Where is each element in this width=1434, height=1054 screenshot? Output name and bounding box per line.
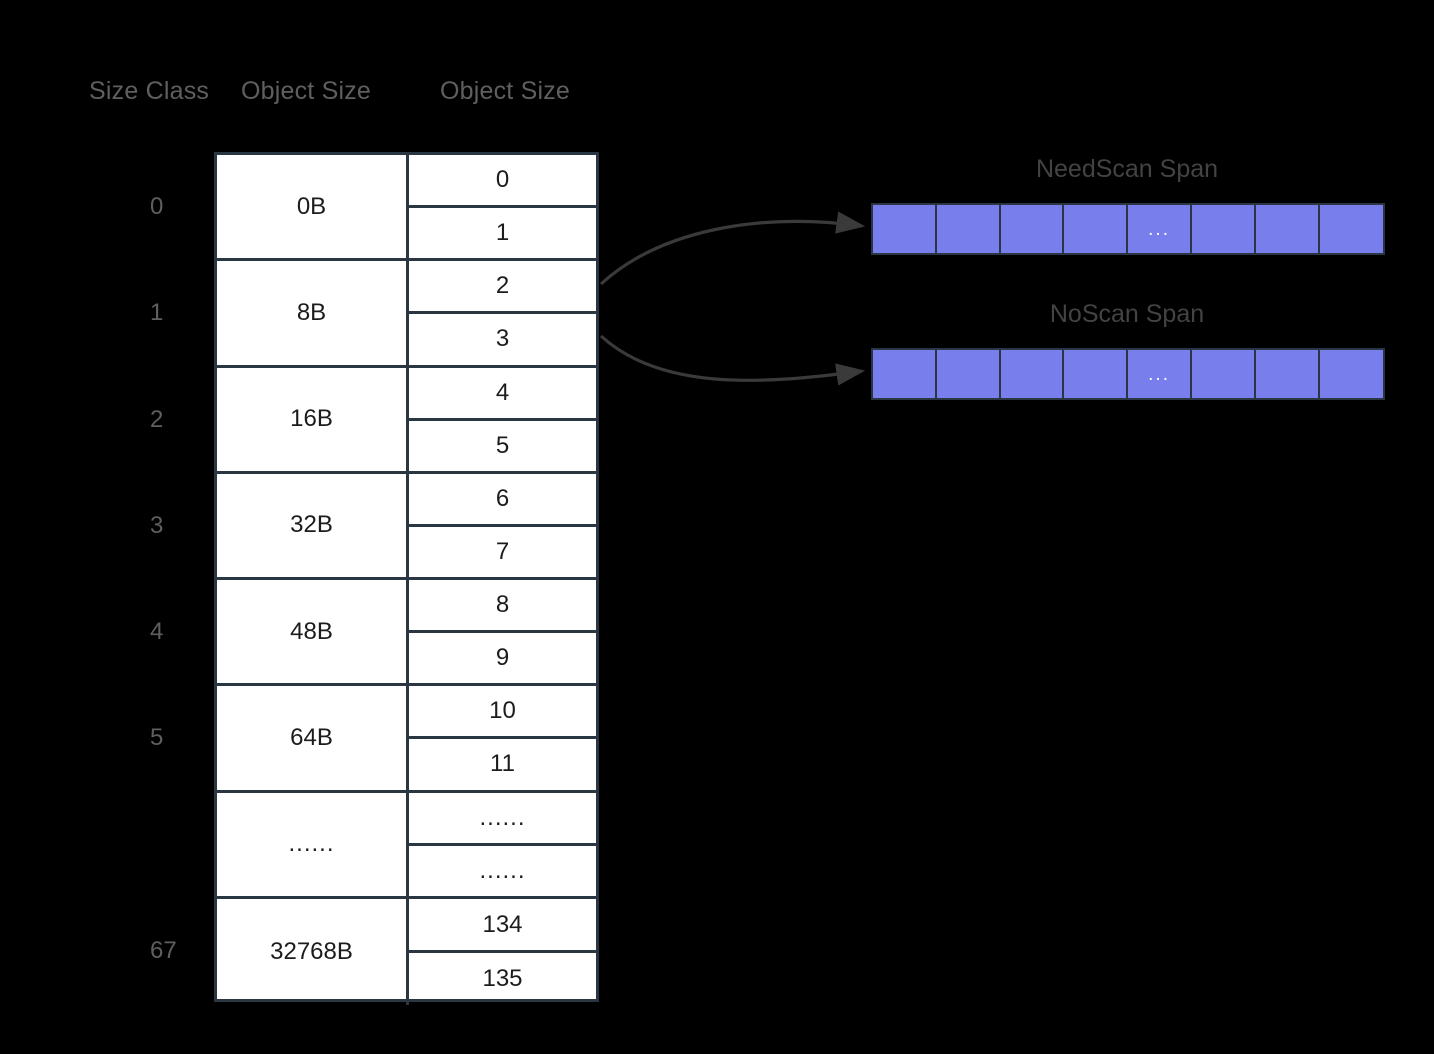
table-row: ..................	[217, 792, 596, 899]
object-size-cell: 8B	[217, 261, 409, 365]
object-index-cell: 5	[495, 431, 510, 459]
object-size-cell: 32768B	[217, 898, 409, 1005]
header-object-size-right: Object Size	[440, 77, 571, 105]
span-cell	[1000, 205, 1065, 253]
span-cell	[1064, 350, 1129, 398]
size-class-label: 0	[150, 193, 164, 221]
span-cell	[1000, 350, 1065, 398]
span-cell-ellipsis: ...	[1128, 350, 1192, 398]
span-cell	[1319, 205, 1384, 253]
object-index-cell: 135	[482, 965, 523, 993]
object-index-cell: 11	[490, 750, 515, 778]
object-index-group: ............	[409, 793, 596, 896]
needscan-span-title: NeedScan Span	[1035, 155, 1219, 183]
span-cell	[1191, 350, 1256, 398]
span-cell	[936, 205, 1001, 253]
object-index-cell: 8	[409, 580, 596, 634]
object-index-cell: 9	[495, 644, 510, 672]
noscan-span-row: ...	[871, 348, 1386, 400]
object-size-cell: 32B	[217, 473, 409, 577]
span-cell	[1255, 350, 1320, 398]
span-cell	[873, 350, 937, 398]
object-index-cell: 0	[409, 155, 596, 209]
size-class-label: 2	[150, 405, 164, 433]
size-class-label: 67	[150, 936, 177, 964]
object-index-cell: 7	[495, 537, 510, 565]
object-size-cell: 0B	[217, 155, 409, 259]
object-index-cell: 6	[409, 474, 596, 527]
object-index-cell: 1	[495, 219, 510, 247]
object-size-cell: 64B	[217, 686, 409, 790]
span-cell-ellipsis: ...	[1128, 205, 1192, 253]
header-object-size-left: Object Size	[241, 77, 372, 105]
object-size-cell: 48B	[217, 580, 409, 684]
span-cell	[1319, 350, 1384, 398]
header-size-class: Size Class	[89, 77, 210, 105]
size-class-label: 1	[150, 299, 164, 327]
object-index-cell: 2	[409, 261, 596, 315]
object-index-cell: 134	[409, 899, 596, 954]
span-cell	[1064, 205, 1129, 253]
size-class-label: 5	[150, 724, 164, 752]
object-index-cell: 10	[409, 686, 596, 740]
size-class-label: 3	[150, 511, 164, 539]
object-index-cell: 3	[495, 325, 510, 353]
span-cell	[1255, 205, 1320, 253]
object-index-cell: 4	[409, 368, 596, 421]
span-cell	[1191, 205, 1256, 253]
object-index-cell: ......	[409, 793, 596, 846]
object-size-cell: 16B	[217, 367, 409, 471]
size-class-label: 4	[150, 618, 164, 646]
noscan-span-title: NoScan Span	[1049, 300, 1205, 328]
span-cell	[936, 350, 1001, 398]
needscan-span-row: ...	[871, 203, 1386, 255]
object-size-cell: ......	[217, 792, 409, 896]
object-index-cell: ......	[479, 856, 526, 884]
arrow-to-needscan-span	[599, 211, 866, 286]
arrow-to-noscan-span	[599, 334, 866, 386]
span-cell	[873, 205, 937, 253]
